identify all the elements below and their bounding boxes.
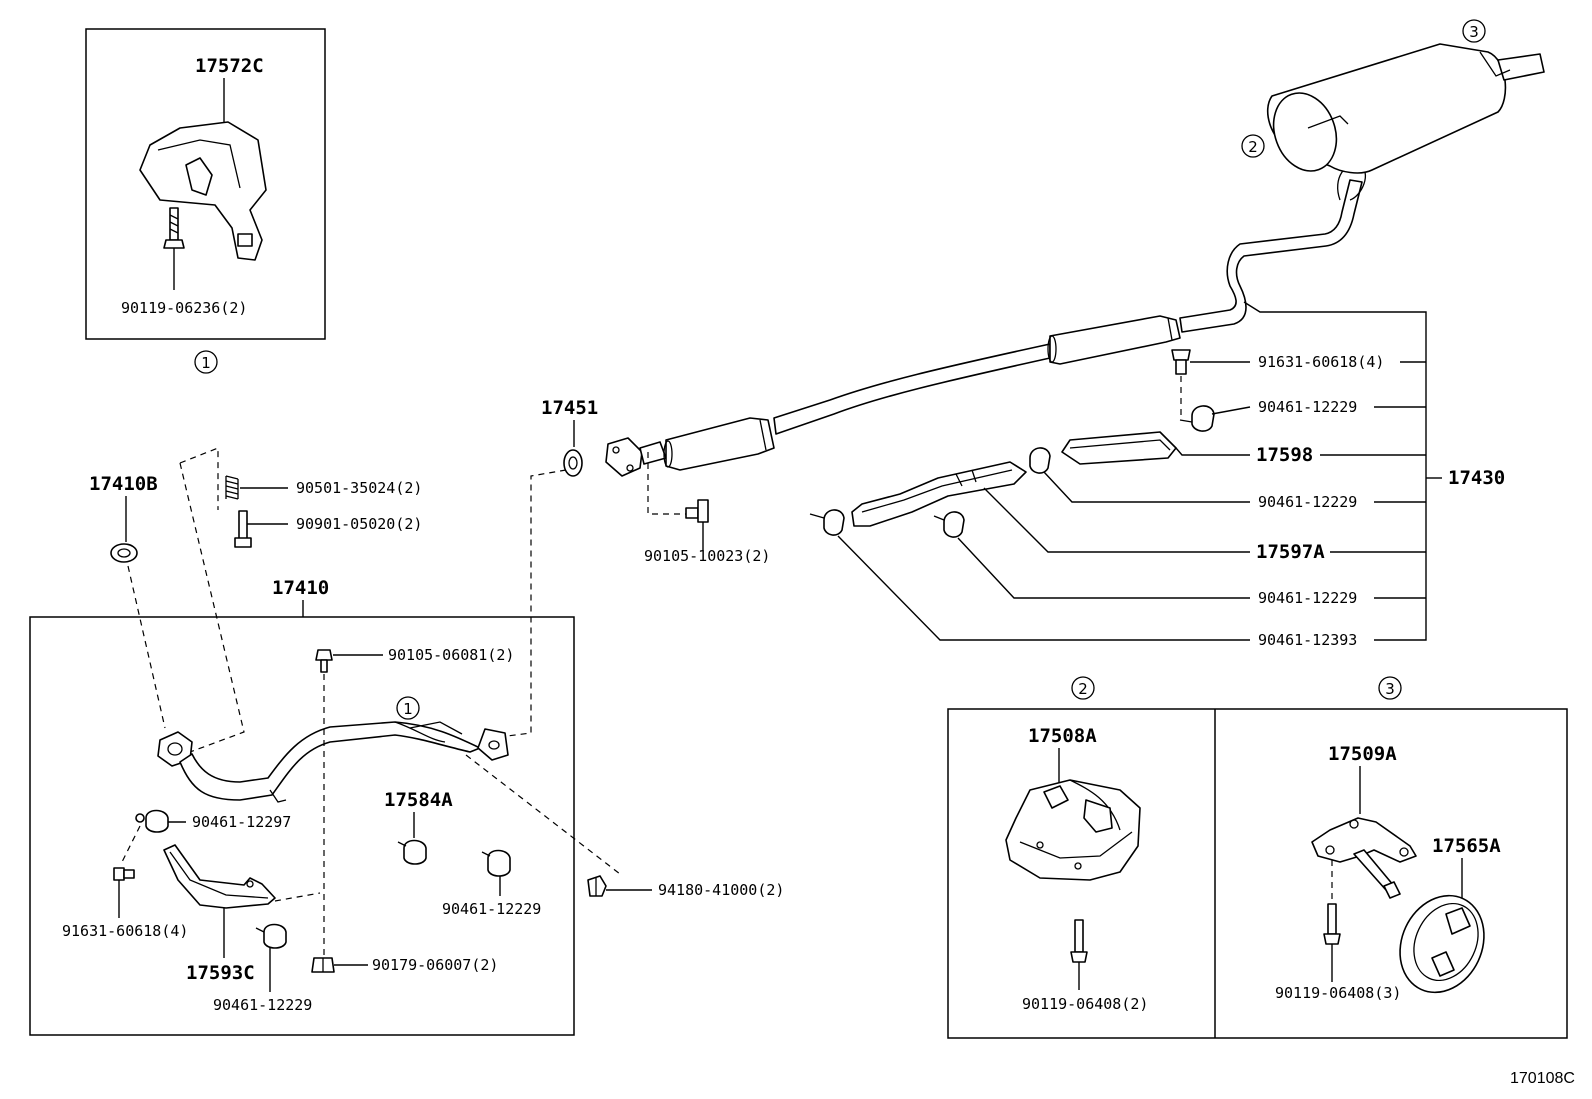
clamp-17584A-drawing (397, 839, 427, 865)
label-90119-06408-b: 90119-06408(3) (1275, 984, 1401, 1002)
main-exhaust-17430-drawing (605, 43, 1545, 477)
bolt-91631-left-drawing (113, 867, 135, 881)
bolt-90119-06408-b-drawing (1323, 903, 1341, 945)
clamp-90461-12229-r1-drawing (1179, 405, 1215, 432)
nut-90179-06007-drawing (311, 957, 335, 973)
dashed-91631-left (121, 825, 141, 863)
insulator-17565A-drawing (1399, 894, 1485, 994)
gasket-17410B-drawing (110, 543, 138, 563)
leader-90461-12229-r1 (1211, 406, 1251, 415)
svg-text:1: 1 (201, 354, 211, 372)
leader-90461-12393 (837, 535, 1250, 641)
label-17451: 17451 (541, 397, 598, 419)
clamp-90461-12297-drawing (135, 809, 169, 833)
callout-1-pipe: 1 (396, 696, 420, 720)
label-94180-41000: 94180-41000(2) (658, 881, 784, 899)
callout-1-top: 1 (194, 350, 218, 374)
label-90501-35024: 90501-35024(2) (296, 479, 422, 497)
callout-3-detail: 3 (1378, 676, 1402, 700)
figure-code: 170108C (1510, 1070, 1575, 1087)
svg-text:2: 2 (1248, 138, 1258, 156)
label-90461-12229-left-mid: 90461-12229 (442, 900, 541, 918)
dashed-17410B (127, 565, 166, 729)
heatshield-17593C-drawing (163, 844, 276, 909)
label-90461-12229-left-bottom: 90461-12229 (213, 996, 312, 1014)
label-17410B: 17410B (89, 473, 158, 495)
label-90179-06007: 90179-06007(2) (372, 956, 498, 974)
bolt-90105-10023-drawing (685, 499, 709, 523)
detail-box-2-3 (947, 708, 1568, 1039)
leader-17430-bracket (1243, 301, 1427, 641)
svg-text:1: 1 (403, 700, 413, 718)
shield-17597A-drawing (851, 461, 1027, 527)
callout-2-muffler: 2 (1241, 134, 1265, 158)
label-90461-12393: 90461-12393 (1258, 631, 1357, 649)
label-17509A: 17509A (1328, 743, 1397, 765)
clamp-90461-12229-lm-drawing (481, 849, 511, 877)
clamp-90461-12229-r2-drawing (1029, 447, 1051, 474)
label-91631-60618-left: 91631-60618(4) (62, 922, 188, 940)
front-pipe-box (29, 616, 575, 1036)
leader-90461-12229-r2 (1043, 471, 1250, 503)
label-90119-06236: 90119-06236(2) (121, 299, 247, 317)
detail-box-1 (85, 28, 326, 340)
label-90105-06081: 90105-06081(2) (388, 646, 514, 664)
bolt-90119-06408-a-drawing (1070, 919, 1088, 963)
label-17597A: 17597A (1256, 541, 1325, 563)
label-17584A: 17584A (384, 789, 453, 811)
spring-90501-drawing (225, 475, 239, 500)
label-17508A: 17508A (1028, 725, 1097, 747)
label-90119-06408-a: 90119-06408(2) (1022, 995, 1148, 1013)
clamp-90461-12229-r3-drawing (933, 511, 965, 538)
callout-2-detail: 2 (1071, 676, 1095, 700)
leader-17598 (1175, 447, 1250, 456)
svg-text:3: 3 (1385, 680, 1395, 698)
label-17430: 17430 (1448, 467, 1505, 489)
label-90461-12297: 90461-12297 (192, 813, 291, 831)
shield-17598-drawing (1061, 431, 1177, 465)
label-17598: 17598 (1256, 444, 1313, 466)
label-17410: 17410 (272, 577, 329, 599)
callout-3-muffler: 3 (1462, 19, 1486, 43)
label-90461-12229-r2: 90461-12229 (1258, 493, 1357, 511)
nut-94180-41000-drawing (587, 875, 607, 897)
label-90461-12229-r1: 90461-12229 (1258, 398, 1357, 416)
clamp-90461-12229-lb-drawing (255, 923, 287, 949)
gasket-17451-drawing (563, 449, 583, 477)
label-90105-10023: 90105-10023(2) (644, 547, 770, 565)
leader-17597A (983, 487, 1250, 553)
leader-90461-12229-r3 (957, 537, 1250, 599)
svg-text:2: 2 (1078, 680, 1088, 698)
dashed-17451 (498, 469, 567, 738)
dashed-spring (179, 447, 245, 753)
mount-17508A-drawing (1005, 779, 1141, 881)
bracket-17509A-drawing (1311, 817, 1417, 899)
bracket-17572C-drawing (139, 121, 267, 261)
label-17572C: 17572C (195, 55, 264, 77)
bolt-90105-06081-drawing (315, 649, 333, 673)
label-17565A: 17565A (1432, 835, 1501, 857)
label-91631-60618-right: 91631-60618(4) (1258, 353, 1384, 371)
svg-text:3: 3 (1469, 23, 1479, 41)
clamp-90461-12393-drawing (809, 509, 845, 536)
front-pipe-17410-drawing (157, 721, 509, 803)
label-17593C: 17593C (186, 962, 255, 984)
dashed-17593C (274, 892, 321, 902)
bolt-91631-right-drawing (1171, 349, 1191, 375)
bolt-90901-drawing (234, 510, 252, 548)
label-90901-05020: 90901-05020(2) (296, 515, 422, 533)
label-90461-12229-r3: 90461-12229 (1258, 589, 1357, 607)
